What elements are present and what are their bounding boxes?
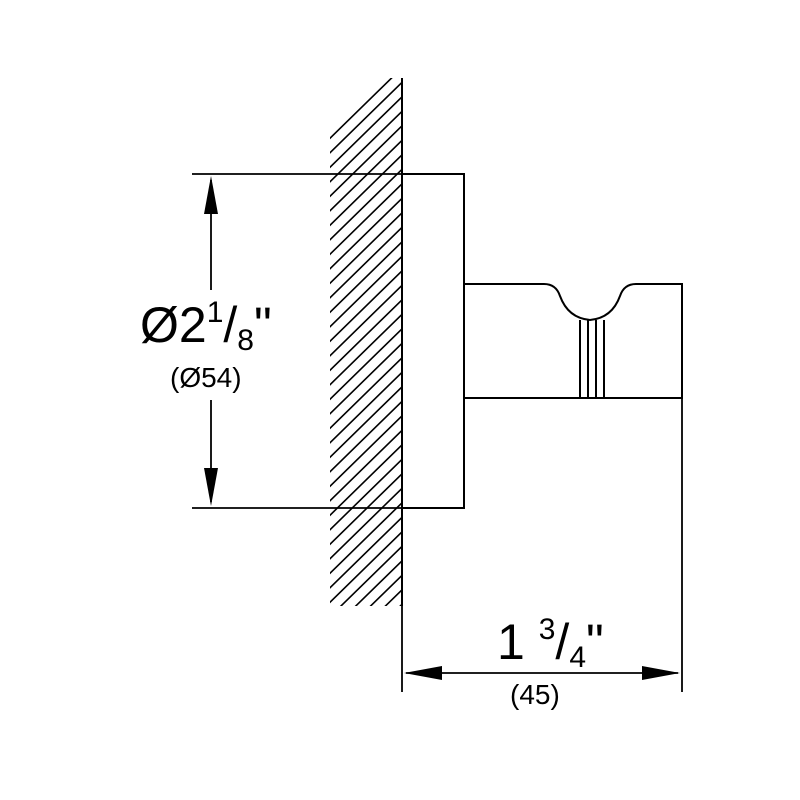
hatch-line [330, 487, 402, 560]
hatch-line [330, 298, 402, 372]
hatch-line [330, 385, 402, 459]
diameter-unit: " [253, 297, 272, 353]
hatch-line [384, 588, 402, 606]
diameter-whole: Ø2 [140, 297, 207, 353]
depth-whole: 1 [497, 614, 525, 670]
hatch-line [330, 327, 402, 401]
hatch-line [330, 269, 402, 343]
hatch-line [399, 603, 402, 606]
hatch-line [330, 81, 402, 154]
hatch-line [330, 284, 402, 357]
hatch-line [330, 313, 402, 386]
hatch-line [330, 78, 393, 140]
hatch-line [330, 255, 402, 328]
diameter-numerator: 1 [206, 296, 224, 329]
hatch-line [369, 574, 402, 606]
hatch-line [330, 211, 402, 285]
hatch-line [320, 626, 410, 714]
hatch-line [330, 182, 402, 256]
base-plate [401, 173, 465, 509]
depth-slash: / [555, 614, 570, 670]
hatch-line [330, 443, 402, 517]
hatch-line [330, 414, 402, 488]
hatch-line [330, 139, 402, 212]
hatch-line [330, 110, 402, 183]
hatch-line [330, 342, 402, 415]
depth-denominator: 4 [569, 641, 586, 674]
diameter-denominator: 8 [237, 324, 254, 357]
depth-arrow-left [404, 666, 442, 680]
hatch-line [339, 545, 402, 606]
wall-hatching [320, 78, 410, 714]
depth-metric-label: (45) [510, 679, 560, 710]
diameter-label: Ø21/8" [140, 297, 272, 356]
depth-arrow-right [642, 666, 680, 680]
depth-numerator: 3 [538, 613, 556, 646]
hatch-line [330, 356, 402, 430]
diameter-arrow-up [204, 176, 218, 214]
hatch-line [354, 559, 402, 606]
hatch-line [330, 472, 402, 546]
hatch-line [330, 400, 402, 473]
hatch-line [330, 371, 402, 444]
hatch-line [330, 168, 402, 241]
depth-unit: " [586, 614, 604, 670]
hatch-line [330, 501, 402, 575]
hatch-line [330, 226, 402, 299]
hatch-line [330, 458, 402, 531]
hatch-line [330, 429, 402, 502]
hatch-line [320, 611, 410, 699]
hook-body [463, 283, 683, 399]
depth-label: 1 3/4" [497, 614, 604, 673]
hatch-line [330, 95, 402, 169]
hatch-line [330, 530, 402, 604]
diameter-arrow-down [204, 468, 218, 506]
hatch-line [330, 516, 402, 589]
hatch-line [330, 153, 402, 227]
diameter-metric-label: (Ø54) [170, 362, 242, 393]
diameter-slash: / [223, 297, 238, 353]
hatch-line [330, 197, 402, 270]
hatch-line [330, 240, 402, 314]
hatch-line [330, 124, 402, 198]
